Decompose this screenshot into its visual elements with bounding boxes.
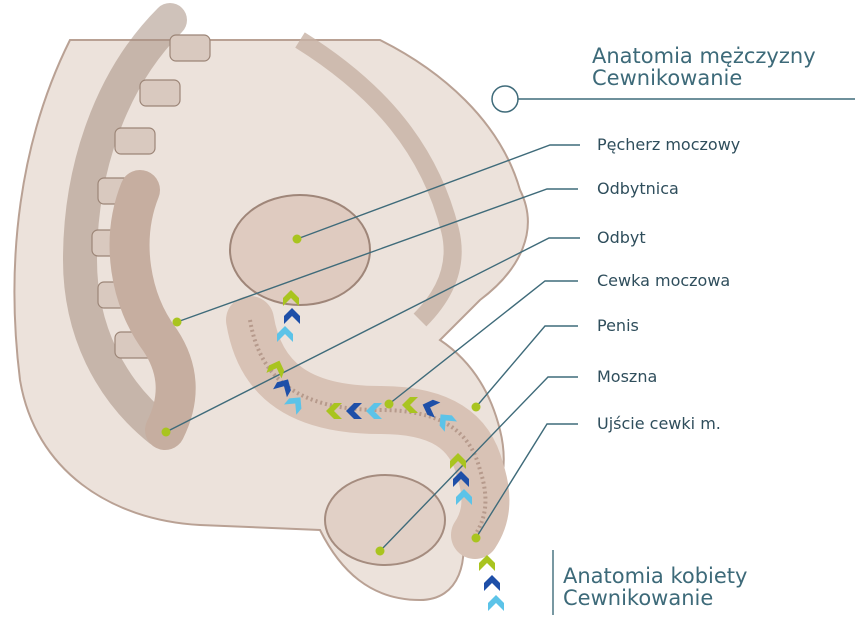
label-bladder: Pęcherz moczowy xyxy=(597,135,740,154)
scrotum-shape xyxy=(325,475,445,565)
label-scrotum: Moszna xyxy=(597,367,657,386)
label-rectum: Odbytnica xyxy=(597,179,679,198)
circle-marker-icon xyxy=(492,86,518,112)
label-urethral-opening: Ujście cewki m. xyxy=(597,414,721,433)
dot-opening xyxy=(472,534,481,543)
bladder-shape xyxy=(230,195,370,305)
dot-rectum xyxy=(173,318,182,327)
male-anatomy-title: Anatomia mężczyzny Cewnikowanie xyxy=(592,45,816,89)
dot-anus xyxy=(162,428,171,437)
dot-penis xyxy=(472,403,481,412)
leader-penis xyxy=(476,326,578,407)
dot-urethra xyxy=(385,400,394,409)
label-urethra: Cewka moczowa xyxy=(597,271,730,290)
label-anus: Odbyt xyxy=(597,228,646,247)
male-title-line1: Anatomia mężczyzny xyxy=(592,45,816,67)
label-penis: Penis xyxy=(597,316,639,335)
dot-bladder xyxy=(293,235,302,244)
male-title-line2: Cewnikowanie xyxy=(592,67,816,89)
female-anatomy-title: Anatomia kobiety Cewnikowanie xyxy=(563,565,747,609)
female-title-line1: Anatomia kobiety xyxy=(563,565,747,587)
dot-scrotum xyxy=(376,547,385,556)
female-title-line2: Cewnikowanie xyxy=(563,587,747,609)
